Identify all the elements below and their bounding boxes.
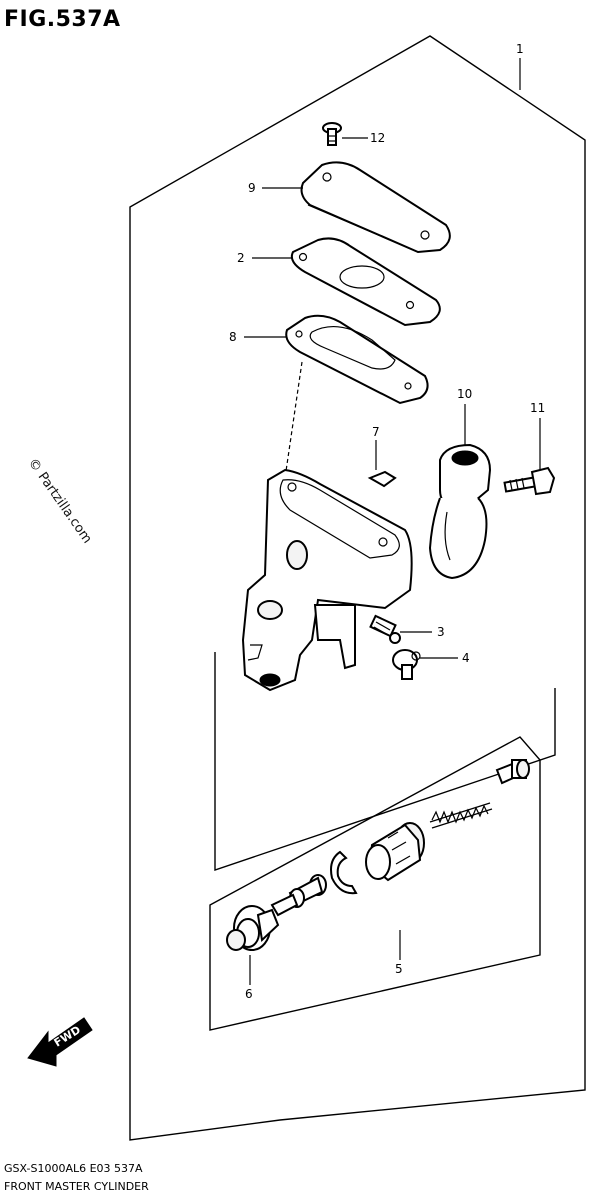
reservoir-cap-9[interactable]: [300, 161, 451, 254]
callout-6[interactable]: 6: [245, 987, 253, 1001]
dust-boot[interactable]: [495, 759, 530, 785]
bleeder-valve-3[interactable]: [369, 614, 401, 644]
holder-clamp-10[interactable]: [428, 443, 492, 580]
piston-kit-frame: [209, 736, 541, 1031]
model-code: GSX-S1000AL6 E03 537A: [4, 1162, 143, 1175]
watermark: © Partzilla.com: [25, 456, 95, 547]
callout-7[interactable]: 7: [372, 425, 380, 439]
callout-2[interactable]: 2: [237, 251, 245, 265]
callout-1[interactable]: 1: [516, 42, 524, 56]
piston-primary[interactable]: [365, 822, 425, 882]
bleeder-cap-4[interactable]: [392, 649, 421, 680]
circlip[interactable]: [330, 850, 358, 895]
alignment-line: [284, 361, 303, 479]
return-spring[interactable]: [429, 802, 493, 829]
master-cylinder-body[interactable]: [241, 468, 413, 692]
inner-frame: [214, 652, 556, 871]
bolt-11[interactable]: [503, 466, 556, 496]
assembly-frame: [129, 35, 586, 1141]
callout-10[interactable]: 10: [457, 387, 472, 401]
diaphragm-plate-2[interactable]: [290, 237, 441, 327]
callout-3[interactable]: 3: [437, 625, 445, 639]
callout-9[interactable]: 9: [248, 181, 256, 195]
callout-4[interactable]: 4: [462, 651, 470, 665]
fwd-arrow-icon: FWD: [27, 1017, 93, 1067]
callout-8[interactable]: 8: [229, 330, 237, 344]
callout-5[interactable]: 5: [395, 962, 403, 976]
screw-12[interactable]: [322, 122, 342, 146]
push-rod[interactable]: [270, 874, 327, 917]
diaphragm-8[interactable]: [285, 314, 429, 405]
boot-cup-6[interactable]: [226, 905, 280, 951]
callout-11[interactable]: 11: [530, 401, 545, 415]
clip-7[interactable]: [367, 470, 397, 488]
figure-caption: FRONT MASTER CYLINDER: [4, 1180, 149, 1193]
callout-12[interactable]: 12: [370, 131, 385, 145]
figure-title: FIG.537A: [4, 7, 121, 32]
